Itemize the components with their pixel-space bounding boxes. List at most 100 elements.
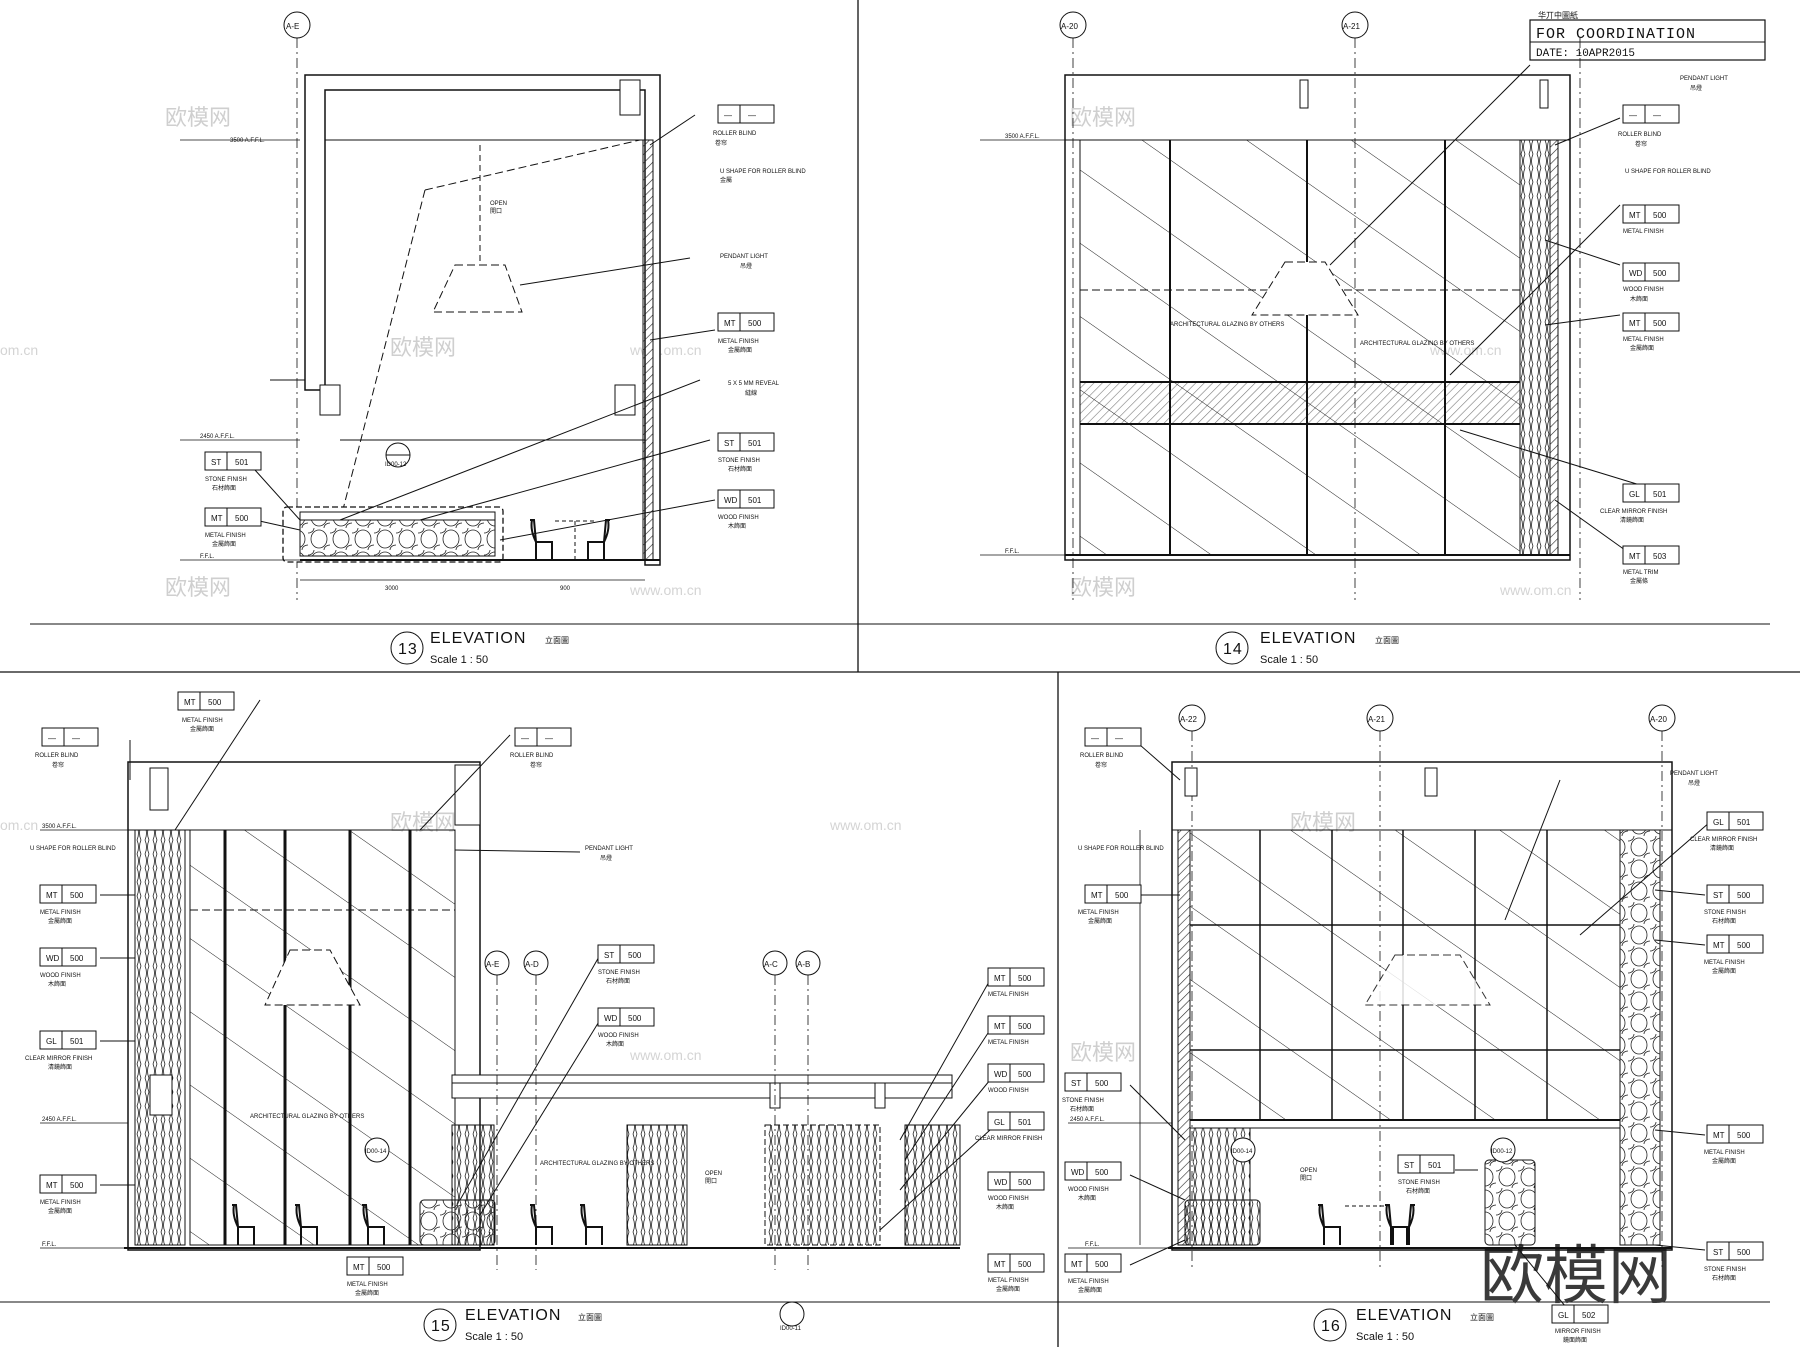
note-metal: METAL FINISH [40,910,81,916]
tag-code: — [1629,111,1637,120]
watermark-url: om.cn [0,817,38,833]
level-mid: 2450 A.F.F.L. [200,434,235,440]
tag-code: — [48,734,56,743]
note-metal: METAL FINISH [1704,960,1745,966]
elevation-16: A-22 A-21 A-20 OPEN [1062,704,1764,1344]
tag-code: WD [1071,1168,1085,1177]
elevation-title: ELEVATION [430,630,526,647]
note-roller-blind-cn: 卷帘 [1095,761,1107,769]
tag-number: — [748,111,756,120]
tag-number: 500 [1018,974,1032,983]
tag-number: 500 [628,1014,642,1023]
watermark-url: www.om.cn [829,817,902,833]
note-wood-cn: 木飾面 [728,522,746,530]
note-metal-cn: 金屬飾面 [48,1207,72,1215]
tag-number: 500 [70,1181,84,1190]
tag-number: 500 [70,891,84,900]
tag-code: MT [184,698,196,707]
tag-code: MT [1629,211,1641,220]
note-metal: METAL FINISH [182,718,223,724]
tag-number: 500 [235,514,249,523]
level-ffl: F.F.L. [200,554,215,560]
level-ceiling: 3500 A.F.F.L. [1005,134,1040,140]
tag-code: WD [994,1070,1008,1079]
open-label-cn: 開口 [705,1178,717,1185]
note-u-shape: U SHAPE FOR ROLLER BLIND [1078,846,1164,852]
stamp-title: FOR COORDINATION [1536,26,1696,43]
note-stone-cn: 石材飾面 [1712,1274,1736,1282]
tag-number: 500 [748,319,762,328]
tag-number: 502 [1582,1311,1596,1320]
note-mirror: CLEAR MIRROR FINISH [975,1136,1042,1142]
watermark-brand: 欧模网 [390,335,456,360]
grid-label-ad: A-D [525,960,539,969]
level-mid: 2450 A.F.F.L. [42,1117,77,1123]
elevation-title-cn: 立面圖 [578,1312,602,1322]
tag-number: 500 [1018,1070,1032,1079]
tag-number: — [1653,111,1661,120]
tag-number: 500 [1653,211,1667,220]
note-wood: WOOD FINISH [1623,287,1664,293]
note-metal: METAL FINISH [347,1282,388,1288]
note-metal-cn: 金屬飾面 [1078,1286,1102,1294]
elevation-number: 15 [431,1318,451,1335]
note-metal: METAL FINISH [1623,337,1664,343]
note-wood-cn: 木飾面 [1630,295,1648,303]
tag-code: MT [994,1022,1006,1031]
tag-code: ST [211,458,221,467]
note-metal: METAL FINISH [1623,229,1664,235]
note-u-shape: U SHAPE FOR ROLLER BLIND [30,846,116,852]
note-wood: WOOD FINISH [988,1196,1029,1202]
grid-label-ab: A-B [797,960,810,969]
note-roller-blind: ROLLER BLIND [1618,132,1662,138]
grid-label-a21: A-21 [1368,715,1385,724]
tag-code: ST [1071,1079,1081,1088]
grid-label-ae: A-E [286,22,299,31]
tag-number: 503 [1653,552,1667,561]
tag-code: GL [1629,490,1640,499]
note-metal-cn: 金屬飾面 [1712,1157,1736,1165]
note-stone-cn: 石材飾面 [1712,917,1736,925]
tag-code: MT [1713,941,1725,950]
note-mirror: CLEAR MIRROR FINISH [25,1056,92,1062]
open-label: OPEN [490,201,507,207]
tag-code: — [724,111,732,120]
elevation-title-cn: 立面圖 [545,635,569,645]
section-marker: ID00-14 [1231,1149,1253,1155]
tag-code: MT [1629,319,1641,328]
note-roller-blind-cn: 卷帘 [530,761,542,769]
note-stone-cn: 石材飾面 [1406,1187,1430,1195]
note-metal-cn: 金屬飾面 [1630,344,1654,352]
note-metal: METAL FINISH [718,339,759,345]
note-metal: METAL FINISH [988,992,1029,998]
grid-label-a20: A-20 [1650,715,1667,724]
tag-code: WD [724,496,738,505]
watermark-big: 欧模网 [1480,1240,1672,1312]
watermark-brand: 欧模网 [1070,1040,1136,1065]
tag-number: — [1115,734,1123,743]
tag-number: 501 [1018,1118,1032,1127]
note-pendant: PENDANT LIGHT [1680,76,1728,82]
tag-code: ST [1713,891,1723,900]
note-metal: METAL FINISH [988,1040,1029,1046]
open-label: OPEN [705,1171,722,1177]
tag-code: WD [1629,269,1643,278]
note-stone: STONE FINISH [1704,910,1746,916]
tag-number: 500 [208,698,222,707]
note-wood: WOOD FINISH [1068,1187,1109,1193]
section-marker: ID00-12 [1491,1149,1513,1155]
note-u-shape: U SHAPE FOR ROLLER BLIND [720,169,806,175]
tag-code: GL [1713,818,1724,827]
tag-code: WD [604,1014,618,1023]
tag-number: 500 [1737,941,1751,950]
tag-number: 500 [1737,891,1751,900]
elevation-number: 16 [1321,1318,1341,1335]
note-glazing: ARCHITECTURAL GLAZING BY OTHERS [250,1114,364,1120]
watermark-url: www.om.cn [629,1047,702,1063]
note-stone: STONE FINISH [718,458,760,464]
note-wood: WOOD FINISH [718,515,759,521]
tag-number: 501 [1428,1161,1442,1170]
tag-code: GL [1558,1311,1569,1320]
note-reveal-cn: 縫線 [745,389,757,397]
